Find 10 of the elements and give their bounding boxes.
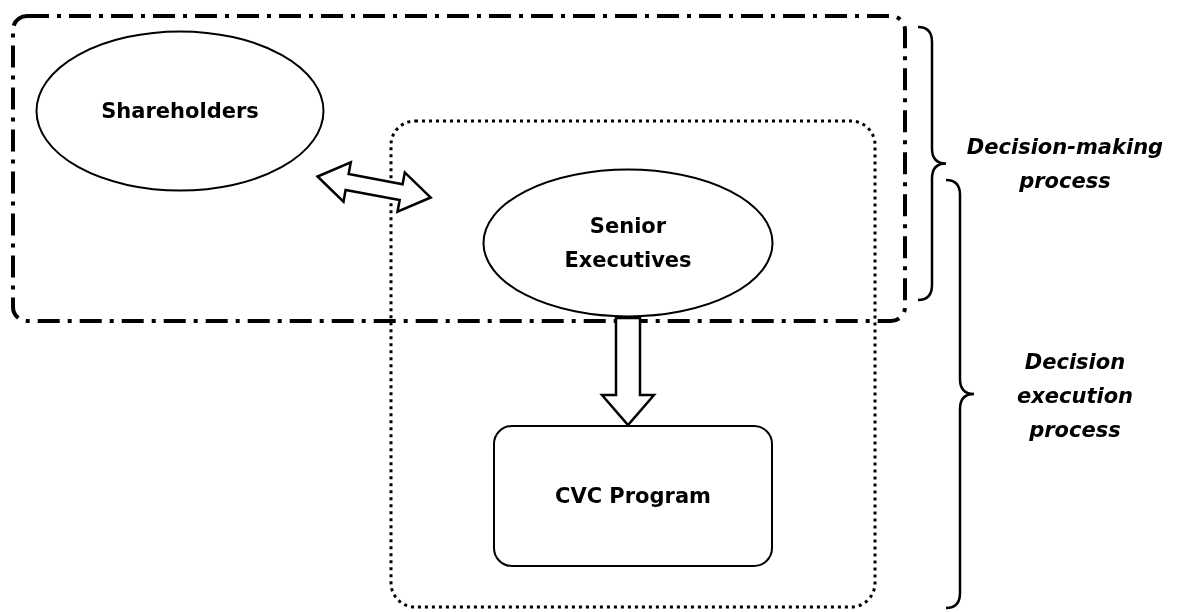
block-arrow [599, 316, 657, 427]
ellipse-node [35, 30, 325, 192]
ellipse-node [482, 168, 774, 318]
node-label: CVC Program [555, 483, 711, 510]
block-arrow [315, 160, 433, 214]
node-label: Senior Executives [563, 213, 693, 274]
rounded-box [493, 425, 773, 567]
brace-label: Decision-making process [965, 134, 1165, 195]
node-label: Shareholders [101, 98, 259, 125]
brace-label: Decision execution process [1015, 349, 1134, 444]
